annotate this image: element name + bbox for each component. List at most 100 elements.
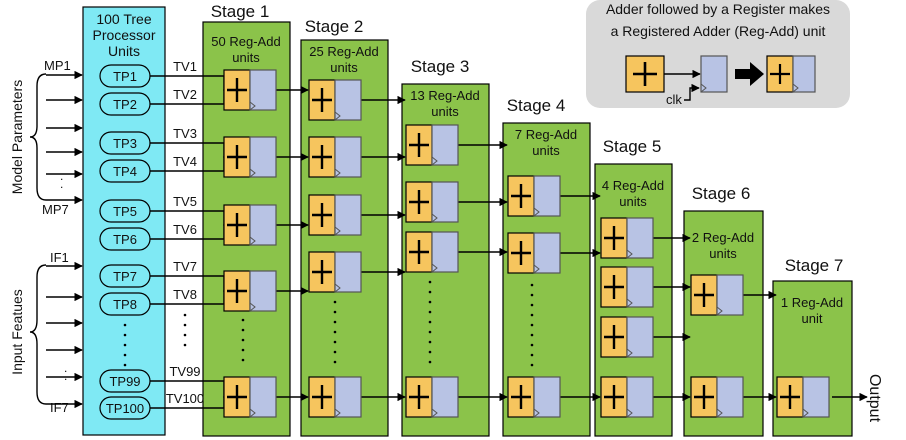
legend: Adder followed by a Register makes a Reg…: [586, 0, 850, 108]
model-parameters-brace: [29, 73, 47, 201]
ellipsis-dot: [241, 348, 245, 352]
adder-plus-icon: [227, 78, 247, 102]
adder-plus-icon: [604, 226, 624, 250]
ellipsis-dot: [123, 333, 127, 337]
reg-add-unit: [405, 231, 459, 273]
reg-add-unit: [308, 136, 362, 178]
legend-clk-label: clk: [666, 92, 682, 107]
ellipsis-dot: [428, 340, 432, 344]
tp-unit: TP8: [99, 292, 224, 316]
stage-5-units-line1: 4 Reg-Add: [602, 178, 664, 193]
register: [249, 376, 277, 418]
stage-3-title: Stage 3: [411, 57, 470, 76]
input-features-inputs: Input Featues IF1 IF7 . .: [9, 250, 69, 415]
adder-plus-icon: [604, 275, 624, 299]
input-features-brace: [29, 264, 47, 405]
adder-plus-icon: [312, 145, 332, 169]
tp-unit-label: TP8: [113, 297, 137, 312]
ellipsis-dot: [183, 323, 187, 327]
tp-unit-label: TP6: [113, 232, 137, 247]
adder-plus-icon: [227, 213, 247, 237]
ellipsis-dot: [530, 303, 534, 307]
adder-plus-icon: [409, 240, 429, 264]
reg-add-unit: [308, 251, 362, 293]
reg-add-unit: [507, 232, 561, 274]
tp-unit: TP6: [99, 227, 224, 251]
stage-6-units-line1: 2 Reg-Add: [692, 230, 754, 245]
tv-label: TV7: [173, 259, 197, 274]
reg-add-units: [223, 69, 830, 418]
register: [626, 266, 654, 308]
model-parameters-inputs: Model Parameters MP1 MP7 . .: [9, 58, 71, 217]
stage-1-units-line2: units: [232, 50, 260, 65]
tv-label: TV2: [173, 87, 197, 102]
register: [716, 274, 744, 316]
stage-7-units-line1: 1 Reg-Add: [781, 295, 843, 310]
adder-plus-icon: [312, 385, 332, 409]
adder-plus-icon: [604, 385, 624, 409]
adder-plus-icon: [227, 385, 247, 409]
adder-plus-icon: [409, 190, 429, 214]
ellipsis-dot: [428, 310, 432, 314]
adder-plus-icon: [780, 385, 800, 409]
output: Output: [832, 374, 883, 423]
svg-text:.: .: [64, 369, 67, 383]
reg-add-unit: [507, 175, 561, 217]
tp-unit-label: TP99: [109, 374, 140, 389]
ellipsis-dots: [123, 280, 534, 367]
svg-text:.: .: [64, 361, 67, 375]
adder-plus-icon: [312, 88, 332, 112]
reg-add-unit: [223, 69, 277, 111]
tv-label: TV6: [173, 222, 197, 237]
ellipsis-dot: [123, 353, 127, 357]
tp-unit-label: TP3: [113, 136, 137, 151]
register: [334, 194, 362, 236]
adder-plus-icon: [312, 203, 332, 227]
legend-regadd-register: [792, 55, 816, 93]
register: [334, 79, 362, 121]
ellipsis-dot: [241, 338, 245, 342]
tp-unit-label: TP2: [113, 97, 137, 112]
register: [626, 316, 654, 358]
reg-add-unit: [776, 376, 830, 418]
ellipsis-dot: [428, 360, 432, 364]
reg-add-unit: [690, 274, 744, 316]
tp-unit: TP99: [99, 369, 224, 393]
ellipsis-dot: [333, 310, 337, 314]
reg-add-unit: [308, 79, 362, 121]
register: [533, 232, 561, 274]
ellipsis-dot: [530, 293, 534, 297]
register: [334, 251, 362, 293]
adder-plus-icon: [511, 385, 531, 409]
reg-add-unit: [600, 376, 654, 418]
reg-add-unit: [308, 376, 362, 418]
tp-unit-label: TP5: [113, 204, 137, 219]
ellipsis-dot: [241, 328, 245, 332]
adder-plus-icon: [409, 133, 429, 157]
mp-first-label: MP1: [44, 58, 71, 73]
adder-plus-icon: [604, 325, 624, 349]
register: [334, 136, 362, 178]
stage-5-units-line2: units: [619, 194, 647, 209]
legend-register: [700, 55, 728, 93]
register: [802, 376, 830, 418]
tp-title-line2: Processor: [92, 27, 155, 43]
tp-unit: TP2: [99, 92, 224, 116]
ellipsis-dot: [333, 350, 337, 354]
stage-5-title: Stage 5: [603, 137, 662, 156]
ellipsis-dot: [123, 323, 127, 327]
register: [431, 376, 459, 418]
stage-7-title: Stage 7: [785, 256, 844, 275]
tp-unit: TP7: [99, 264, 224, 288]
ellipsis-dot: [333, 340, 337, 344]
mp-last-label: MP7: [42, 202, 69, 217]
stage-6-title: Stage 6: [692, 184, 751, 203]
ellipsis-dot: [530, 353, 534, 357]
legend-regadd-plus-icon: [770, 64, 790, 84]
register: [249, 69, 277, 111]
tv-label: TV99: [169, 364, 200, 379]
legend-adder-plus-icon: [633, 62, 657, 86]
